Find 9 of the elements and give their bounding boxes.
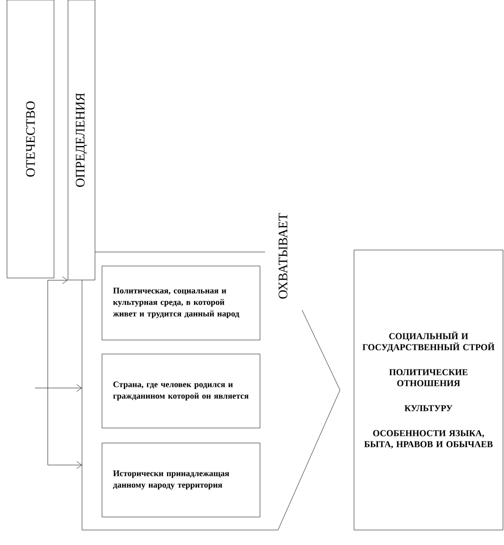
arrow <box>34 384 82 392</box>
arrow <box>48 276 82 469</box>
rotated-label: ОХВАТЫВАЕТ <box>278 213 288 299</box>
text-box: Исторически принадлежащая данному народу территория <box>102 442 260 518</box>
text-box: СОЦИАЛЬНЫЙ И ГОСУДАРСТВЕННЫЙ СТРОЙ ПОЛИТИЧЕСКИЕ ОТНОШЕНИЯ КУЛЬТУРУ ОСОБЕННОСТИ ЯЗЫКА, БЫТА, НРАВОВ И ОБЫЧАЕВ <box>354 250 504 530</box>
text-box: Страна, где человек родился и гражданином которой он является <box>102 354 260 428</box>
vertical-box: ОТЕЧЕСТВО <box>6 0 54 278</box>
text-box: Политическая, социальная и культурная среда, в которой живет и трудится данный народ <box>102 266 260 340</box>
vertical-box: ОПРЕДЕЛЕНИЯ <box>68 0 96 280</box>
